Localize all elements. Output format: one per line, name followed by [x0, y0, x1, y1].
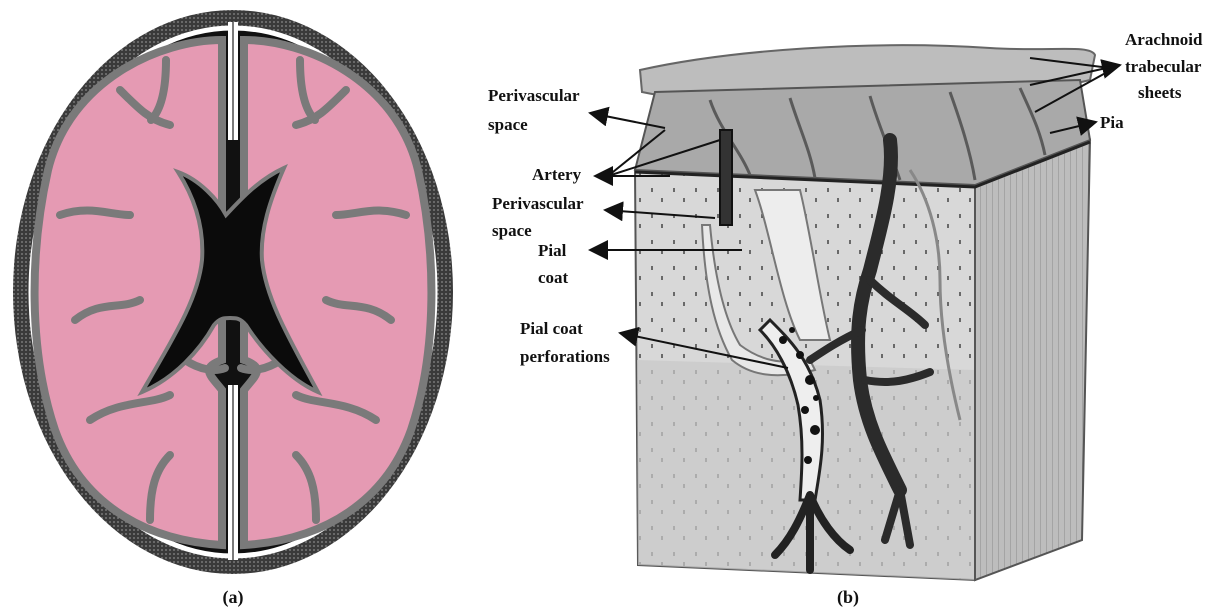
svg-text:space: space [492, 221, 532, 240]
svg-text:Pial: Pial [538, 241, 567, 260]
svg-text:coat: coat [538, 268, 569, 287]
panel-a-caption: (a) [223, 587, 244, 608]
svg-text:Pial coat: Pial coat [520, 319, 583, 338]
svg-text:Perivascular: Perivascular [492, 194, 584, 213]
panel-a-brain-section: (a) [0, 0, 470, 609]
svg-text:Artery: Artery [532, 165, 582, 184]
svg-text:sheets: sheets [1138, 83, 1182, 102]
panel-b-caption: (b) [837, 587, 859, 608]
panel-b-perivascular-diagram: Perivascular space Artery Perivascular s… [470, 0, 1224, 609]
svg-text:Pia: Pia [1100, 113, 1124, 132]
svg-text:perforations: perforations [520, 347, 610, 366]
tissue-block-side [975, 140, 1090, 580]
svg-text:space: space [488, 115, 528, 134]
brain-axial-illustration: (a) [0, 0, 470, 609]
perivascular-block-illustration: Perivascular space Artery Perivascular s… [470, 0, 1224, 609]
svg-text:trabecular: trabecular [1125, 57, 1202, 76]
label-perivascular-space-top: Perivascular space [488, 86, 665, 134]
svg-text:Arachnoid: Arachnoid [1125, 30, 1203, 49]
artery-left [720, 130, 732, 225]
svg-text:Perivascular: Perivascular [488, 86, 580, 105]
